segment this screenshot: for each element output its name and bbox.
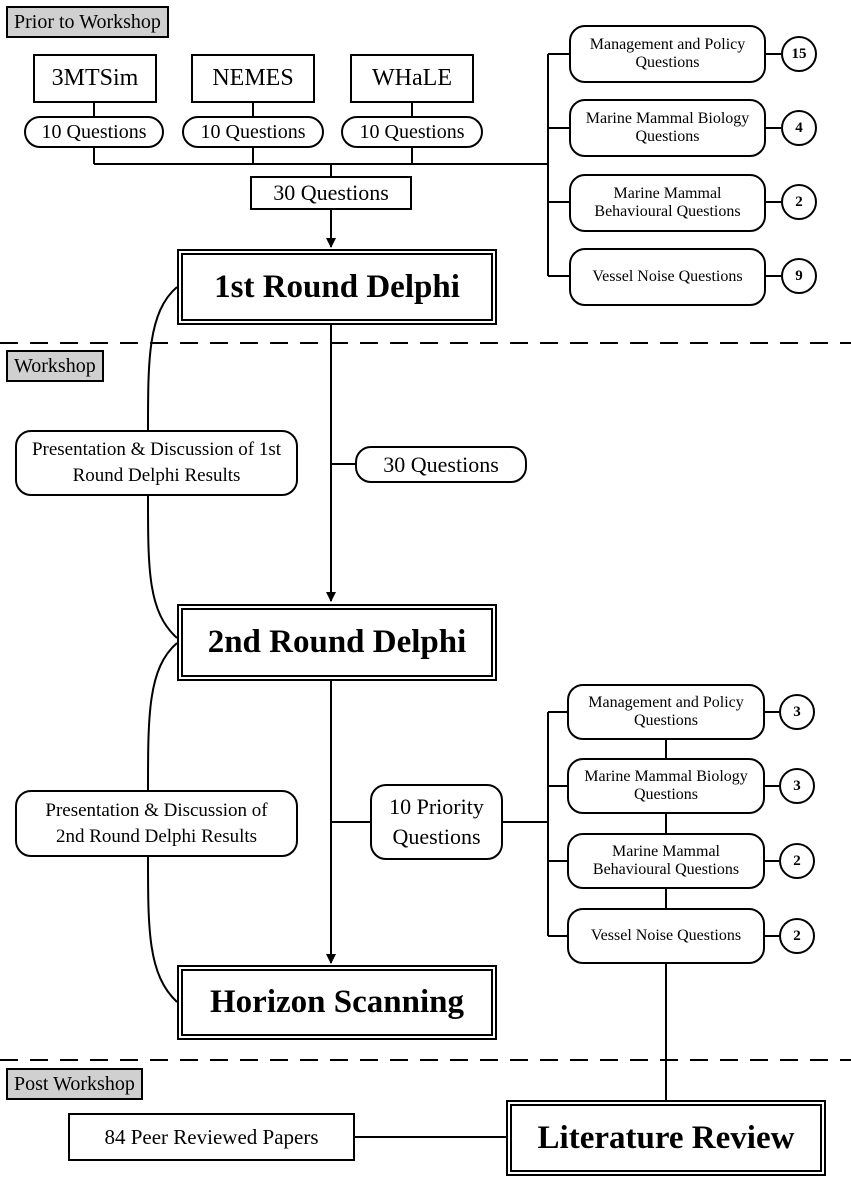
discussion-round1-box: Presentation & Discussion of 1st Round D… xyxy=(15,430,298,496)
tool-box-3mtsim: 3MTSim xyxy=(33,54,157,103)
r1-category-behavioural: Marine Mammal Behavioural Questions xyxy=(569,174,766,232)
workshop-questions-pill: 30 Questions xyxy=(355,446,527,483)
r1-count-management: 15 xyxy=(781,36,817,72)
peer-reviewed-papers-box: 84 Peer Reviewed Papers xyxy=(68,1113,355,1161)
r1-category-management: Management and Policy Questions xyxy=(569,25,766,83)
r2-count-vessel-noise: 2 xyxy=(779,918,815,954)
priority-questions-box: 10 Priority Questions xyxy=(370,784,503,860)
literature-review-box: Literature Review xyxy=(506,1100,826,1176)
discussion-round2-box: Presentation & Discussion of 2nd Round D… xyxy=(15,790,298,857)
tool-questions-3mtsim: 10 Questions xyxy=(24,116,164,148)
r2-category-management: Management and Policy Questions xyxy=(567,684,765,740)
r1-count-vessel-noise: 9 xyxy=(781,258,817,294)
r2-count-management: 3 xyxy=(779,694,815,730)
tool-box-nemes: NEMES xyxy=(191,54,315,103)
r1-category-vessel-noise: Vessel Noise Questions xyxy=(569,248,766,306)
round1-delphi-box: 1st Round Delphi xyxy=(177,249,497,325)
round2-delphi-box: 2nd Round Delphi xyxy=(177,604,497,681)
r2-category-behavioural: Marine Mammal Behavioural Questions xyxy=(567,833,765,889)
r2-count-behavioural: 2 xyxy=(779,843,815,879)
section-label-prior: Prior to Workshop xyxy=(6,6,169,38)
horizon-scanning-box: Horizon Scanning xyxy=(177,965,497,1040)
r2-category-biology: Marine Mammal Biology Questions xyxy=(567,758,765,814)
r2-category-vessel-noise: Vessel Noise Questions xyxy=(567,908,765,964)
tool-questions-whale: 10 Questions xyxy=(341,116,483,148)
r1-category-biology: Marine Mammal Biology Questions xyxy=(569,99,766,157)
section-label-workshop: Workshop xyxy=(6,350,104,382)
section-label-post: Post Workshop xyxy=(6,1068,143,1100)
total-questions-box: 30 Questions xyxy=(250,176,412,210)
tool-questions-nemes: 10 Questions xyxy=(182,116,324,148)
r1-count-biology: 4 xyxy=(781,110,817,146)
r2-count-biology: 3 xyxy=(779,768,815,804)
tool-box-whale: WHaLE xyxy=(350,54,474,103)
r1-count-behavioural: 2 xyxy=(781,184,817,220)
